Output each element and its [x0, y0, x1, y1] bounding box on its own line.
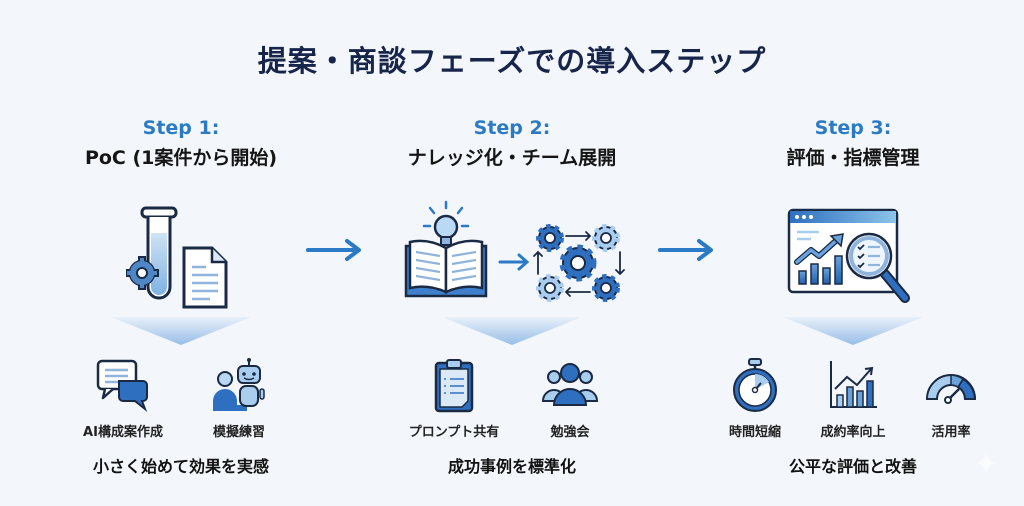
step-summary: 公平な評価と改善 [788, 457, 917, 476]
gauge-icon [925, 374, 977, 404]
step-summary: 小さく始めて効果を実感 [92, 457, 269, 476]
stopwatch-icon [733, 358, 777, 412]
step-3: Step 3: 評価・指標管理 [703, 115, 1003, 476]
dashboard-magnifier-icon [703, 200, 1003, 315]
sub-item-label: 勉強会 [550, 425, 590, 440]
page-title: 提案・商談フェーズでの導入ステップ [257, 44, 767, 78]
arrow-right-icon [658, 239, 713, 261]
sub-item-label: 模擬練習 [212, 425, 265, 440]
bar-chart-growth-icon [830, 361, 877, 408]
sub-item: AI構成案作成 [75, 357, 171, 440]
chat-bubbles-icon [96, 359, 148, 413]
sub-item: 時間短縮 [707, 357, 803, 440]
arrow-right-icon [306, 239, 361, 261]
funnel-indicator [111, 317, 251, 345]
book-lightbulb-gears-icon [362, 200, 662, 315]
step-summary: 成功事例を標準化 [447, 457, 576, 476]
sub-item: 活用率 [903, 357, 999, 440]
funnel-indicator [783, 317, 923, 345]
test-tube-gear-document-icon [31, 200, 331, 315]
step-title: PoC (1案件から開始) [84, 147, 278, 169]
sub-item-label: AI構成案作成 [83, 425, 163, 440]
step-title: ナレッジ化・チーム展開 [407, 147, 617, 169]
sub-item-label: 活用率 [931, 425, 971, 440]
clipboard-icon [434, 359, 474, 413]
step-number: Step 2: [473, 117, 551, 139]
sparkle-icon [975, 452, 997, 474]
step-number: Step 1: [142, 117, 220, 139]
sub-item: 成約率向上 [805, 357, 901, 440]
sub-item: 勉強会 [522, 357, 618, 440]
funnel-indicator [442, 317, 582, 345]
step-title: 評価・指標管理 [786, 147, 920, 169]
person-robot-icon [213, 358, 265, 411]
sub-item-label: プロンプト共有 [408, 425, 500, 440]
team-icon [542, 363, 598, 406]
sub-item-label: 成約率向上 [820, 425, 886, 440]
step-1: Step 1: PoC (1案件から開始) [31, 115, 331, 476]
step-2: Step 2: ナレッジ化・チーム展開 [362, 115, 662, 476]
sub-item-label: 時間短縮 [728, 425, 781, 440]
sub-item: 模擬練習 [191, 357, 287, 440]
sub-item: プロンプト共有 [406, 357, 502, 440]
step-number: Step 3: [814, 117, 892, 139]
